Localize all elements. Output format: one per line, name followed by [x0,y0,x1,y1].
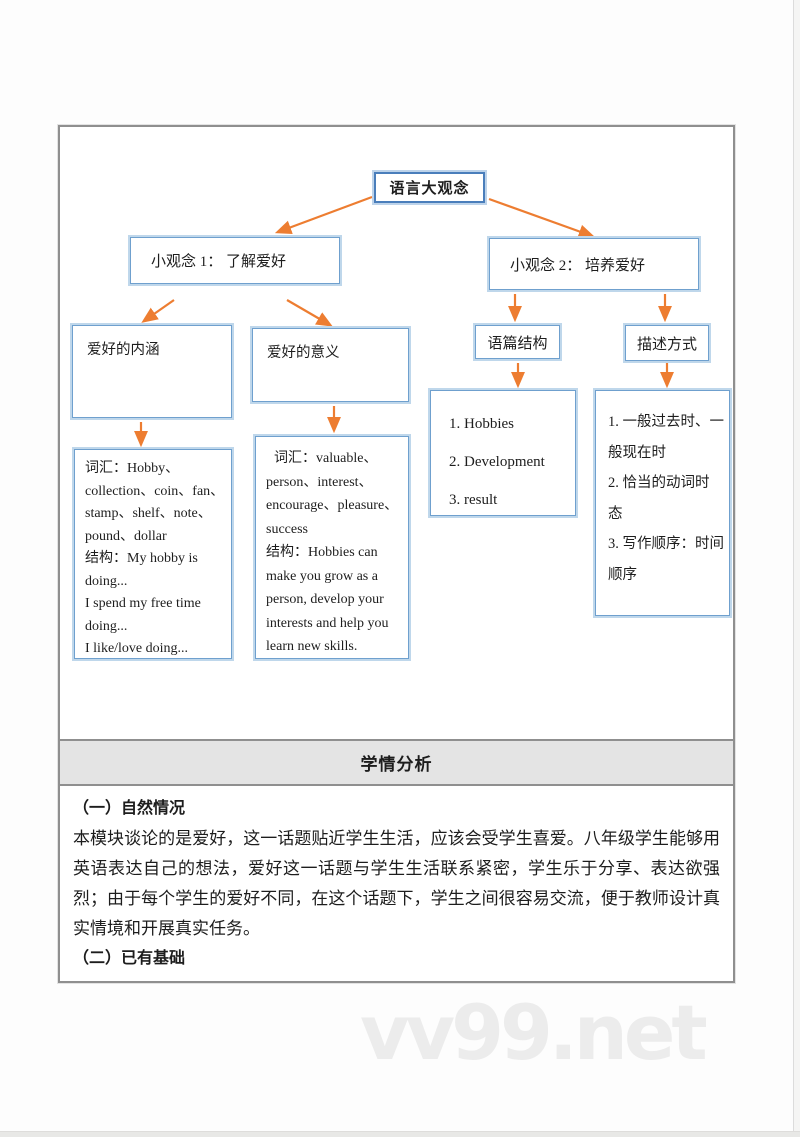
subheading-natural-situation: （一）自然情况 [73,800,186,817]
student-analysis-body: （一）自然情况 本模块谈论的是爱好，这一话题贴近学生生活，应该会受学生喜爱。八年… [60,786,733,981]
page-right-margin [794,0,800,1137]
arrow-sub1-to-value [286,299,333,327]
arrow-root-to-sub1 [274,195,373,234]
content-description-style: 1. 一般过去时、一 般现在时 2. 恰当的动词时 态 3. 写作顺序：时间 顺… [593,388,732,618]
paragraph-natural-situation: 本模块谈论的是爱好，这一话题贴近学生生活，应该会受学生喜爱。八年级学生能够用英语… [73,829,720,938]
arrow-root-to-sub2 [488,197,596,239]
node-sub-concept-1: 小观念 1： 了解爱好 [128,235,342,286]
node-hobby-value: 爱好的意义 [250,326,411,404]
subheading-existing-basis: （二）已有基础 [73,950,186,967]
section-header-student-analysis: 学情分析 [60,739,733,786]
page-right-edge-line [793,0,794,1137]
concept-diagram: 语言大观念 小观念 1： 了解爱好 小观念 2： 培养爱好 爱好的内涵 爱好的意… [60,127,733,739]
node-sub-concept-2: 小观念 2： 培养爱好 [487,236,701,292]
node-description-style: 描述方式 [623,323,711,363]
node-text-structure: 语篇结构 [473,323,562,361]
lesson-plan-table: 语言大观念 小观念 1： 了解爱好 小观念 2： 培养爱好 爱好的内涵 爱好的意… [58,125,735,983]
node-big-concept: 语言大观念 [372,170,487,205]
content-hobby-meaning: 词汇：Hobby、 collection、coin、fan、 stamp、she… [72,447,234,661]
node-hobby-meaning: 爱好的内涵 [70,323,234,420]
section-header-label: 学情分析 [360,755,433,774]
arrow-sub1-to-meaning [141,299,175,323]
watermark-text: vv99.net [360,988,708,1077]
content-hobby-value: 词汇：valuable、 person、interest、 encourage、… [253,434,411,661]
content-text-structure: 1. Hobbies 2. Development 3. result [428,388,578,518]
page-bottom-edge [0,1131,800,1137]
